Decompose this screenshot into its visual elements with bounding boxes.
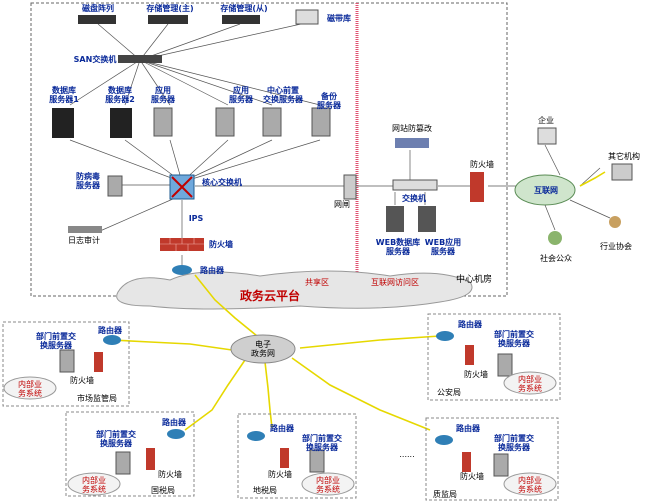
branch-box-police <box>427 313 561 401</box>
anti-tamper-icon <box>395 138 429 148</box>
branch-box-market <box>2 321 130 407</box>
label-switch-web: 交换机 <box>402 194 426 203</box>
branch-local-tax-name: 地税局 <box>253 486 277 495</box>
branch-boxes <box>2 313 561 501</box>
branch-market-internal-label: 内部业 务系统 <box>18 380 42 398</box>
branch-national-tax-router-label: 路由器 <box>162 418 186 427</box>
branch-market-router-label: 路由器 <box>98 326 122 335</box>
egov-net-cloud-icon <box>230 334 296 364</box>
branch-police-firewall-label: 防火墙 <box>464 370 488 379</box>
branch-police-internal-label: 内部业 务系统 <box>518 375 542 393</box>
enterprise-icon <box>537 127 557 145</box>
label-storage-main: 存储管理(主) <box>146 4 194 13</box>
storage-main-icon <box>148 15 188 24</box>
firewall-internet-icon <box>470 172 484 202</box>
disk-array-icon <box>78 15 116 24</box>
server-links <box>69 139 601 268</box>
label-db-server-2: 数据库 服务器2 <box>105 86 135 104</box>
label-firewall-main: 防火墙 <box>209 240 233 249</box>
label-ellipsis: ...... <box>399 450 415 459</box>
label-san-switch: SAN交换机 <box>73 55 117 64</box>
branch-box-national-tax <box>65 411 195 497</box>
label-other-org: 其它机构 <box>608 152 640 161</box>
label-app-server-2: 应用 服务器 <box>229 86 253 104</box>
label-anti-tamper: 网站防篡改 <box>392 124 432 133</box>
router-main-icon <box>172 265 192 275</box>
san-switch-icon <box>118 55 162 63</box>
antivirus-server-icon <box>107 175 123 197</box>
label-antivirus-server: 防病毒 服务器 <box>76 172 100 190</box>
web-db-server-icon <box>386 206 404 232</box>
label-gateway: 网闸 <box>334 200 350 209</box>
branch-quality-internal-label: 内部业 务系统 <box>518 476 542 494</box>
label-shared-zone: 共享区 <box>305 278 329 287</box>
gov-cloud-shape <box>116 270 473 310</box>
branch-police-router-label: 路由器 <box>458 320 482 329</box>
branch-market-firewall-label: 防火墙 <box>70 376 94 385</box>
app-server-2-icon <box>215 107 235 137</box>
label-internet: 互联网 <box>534 186 558 195</box>
backup-server-icon <box>311 107 331 137</box>
industry-assoc-icon <box>609 216 621 228</box>
branch-quality-router-label: 路由器 <box>456 424 480 433</box>
branch-local-tax-firewall-label: 防火墙 <box>268 470 292 479</box>
label-gov-cloud: 政务云平台 <box>239 289 300 303</box>
label-enterprise: 企业 <box>538 116 554 125</box>
label-router-main: 路由器 <box>200 266 224 275</box>
label-data-center: 中心机房 <box>455 275 492 285</box>
label-db-server-1: 数据库 服务器1 <box>49 86 79 104</box>
label-ips: IPS <box>188 214 204 223</box>
web-app-server-icon <box>418 206 436 232</box>
branch-box-quality <box>425 417 559 501</box>
firewall-brick-lines <box>160 238 204 251</box>
app-server-1-icon <box>153 107 173 137</box>
label-storage-slave: 存储管理(从) <box>220 4 268 13</box>
branch-national-tax-server-label: 部门前置交 换服务器 <box>96 430 136 448</box>
label-web-app-server: WEB应用 服务器 <box>424 238 462 256</box>
label-industry-assoc: 行业协会 <box>600 242 632 251</box>
gateway-icon <box>343 174 357 200</box>
label-disk-array: 磁盘阵列 <box>82 4 114 13</box>
label-backup-server: 备份 服务器 <box>317 92 341 110</box>
branch-quality-name: 质监局 <box>433 490 457 499</box>
front-exchange-server-icon <box>262 107 282 137</box>
branch-police-server-label: 部门前置交 换服务器 <box>494 330 534 348</box>
db-server-2-icon <box>110 108 132 138</box>
branch-national-tax-name: 国税局 <box>151 486 175 495</box>
label-tape-library: 磁带库 <box>327 14 351 23</box>
branch-local-tax-router-label: 路由器 <box>270 424 294 433</box>
branch-police-name: 公安局 <box>437 388 461 397</box>
label-app-server-1: 应用 服务器 <box>151 86 175 104</box>
label-front-exchange-server: 中心前置 交换服务器 <box>263 86 303 104</box>
tape-library-icon <box>295 9 319 25</box>
label-log-audit: 日志审计 <box>68 236 100 245</box>
branch-box-local-tax <box>237 413 357 499</box>
wan-links <box>111 171 606 431</box>
storage-links <box>69 21 321 106</box>
firewall-main-icon <box>160 238 204 251</box>
branch-market-name: 市场监管局 <box>77 394 117 403</box>
label-internet-access-zone: 互联网访问区 <box>371 278 419 287</box>
branch-national-tax-firewall-label: 防火墙 <box>158 470 182 479</box>
storage-slave-icon <box>222 15 260 24</box>
branch-quality-server-label: 部门前置交 换服务器 <box>494 434 534 452</box>
branch-market-server-label: 部门前置交 换服务器 <box>36 332 76 350</box>
log-audit-icon <box>68 226 102 233</box>
branch-local-tax-server-label: 部门前置交 换服务器 <box>302 434 342 452</box>
branch-quality-firewall-label: 防火墙 <box>460 472 484 481</box>
label-web-db-server: WEB数据库 服务器 <box>375 238 421 256</box>
branch-local-tax-internal-label: 内部业 务系统 <box>316 476 340 494</box>
web-switch-icon <box>392 179 438 191</box>
branch-national-tax-internal-label: 内部业 务系统 <box>82 476 106 494</box>
public-user-icon <box>548 231 562 245</box>
db-server-1-icon <box>52 108 74 138</box>
label-firewall-internet: 防火墙 <box>470 160 494 169</box>
other-org-icon <box>611 163 633 181</box>
branch-devices <box>3 331 557 496</box>
label-public: 社会公众 <box>540 254 572 263</box>
label-egov-net: 电子 政务网 <box>251 340 275 358</box>
label-core-switch: 核心交换机 <box>202 178 242 187</box>
